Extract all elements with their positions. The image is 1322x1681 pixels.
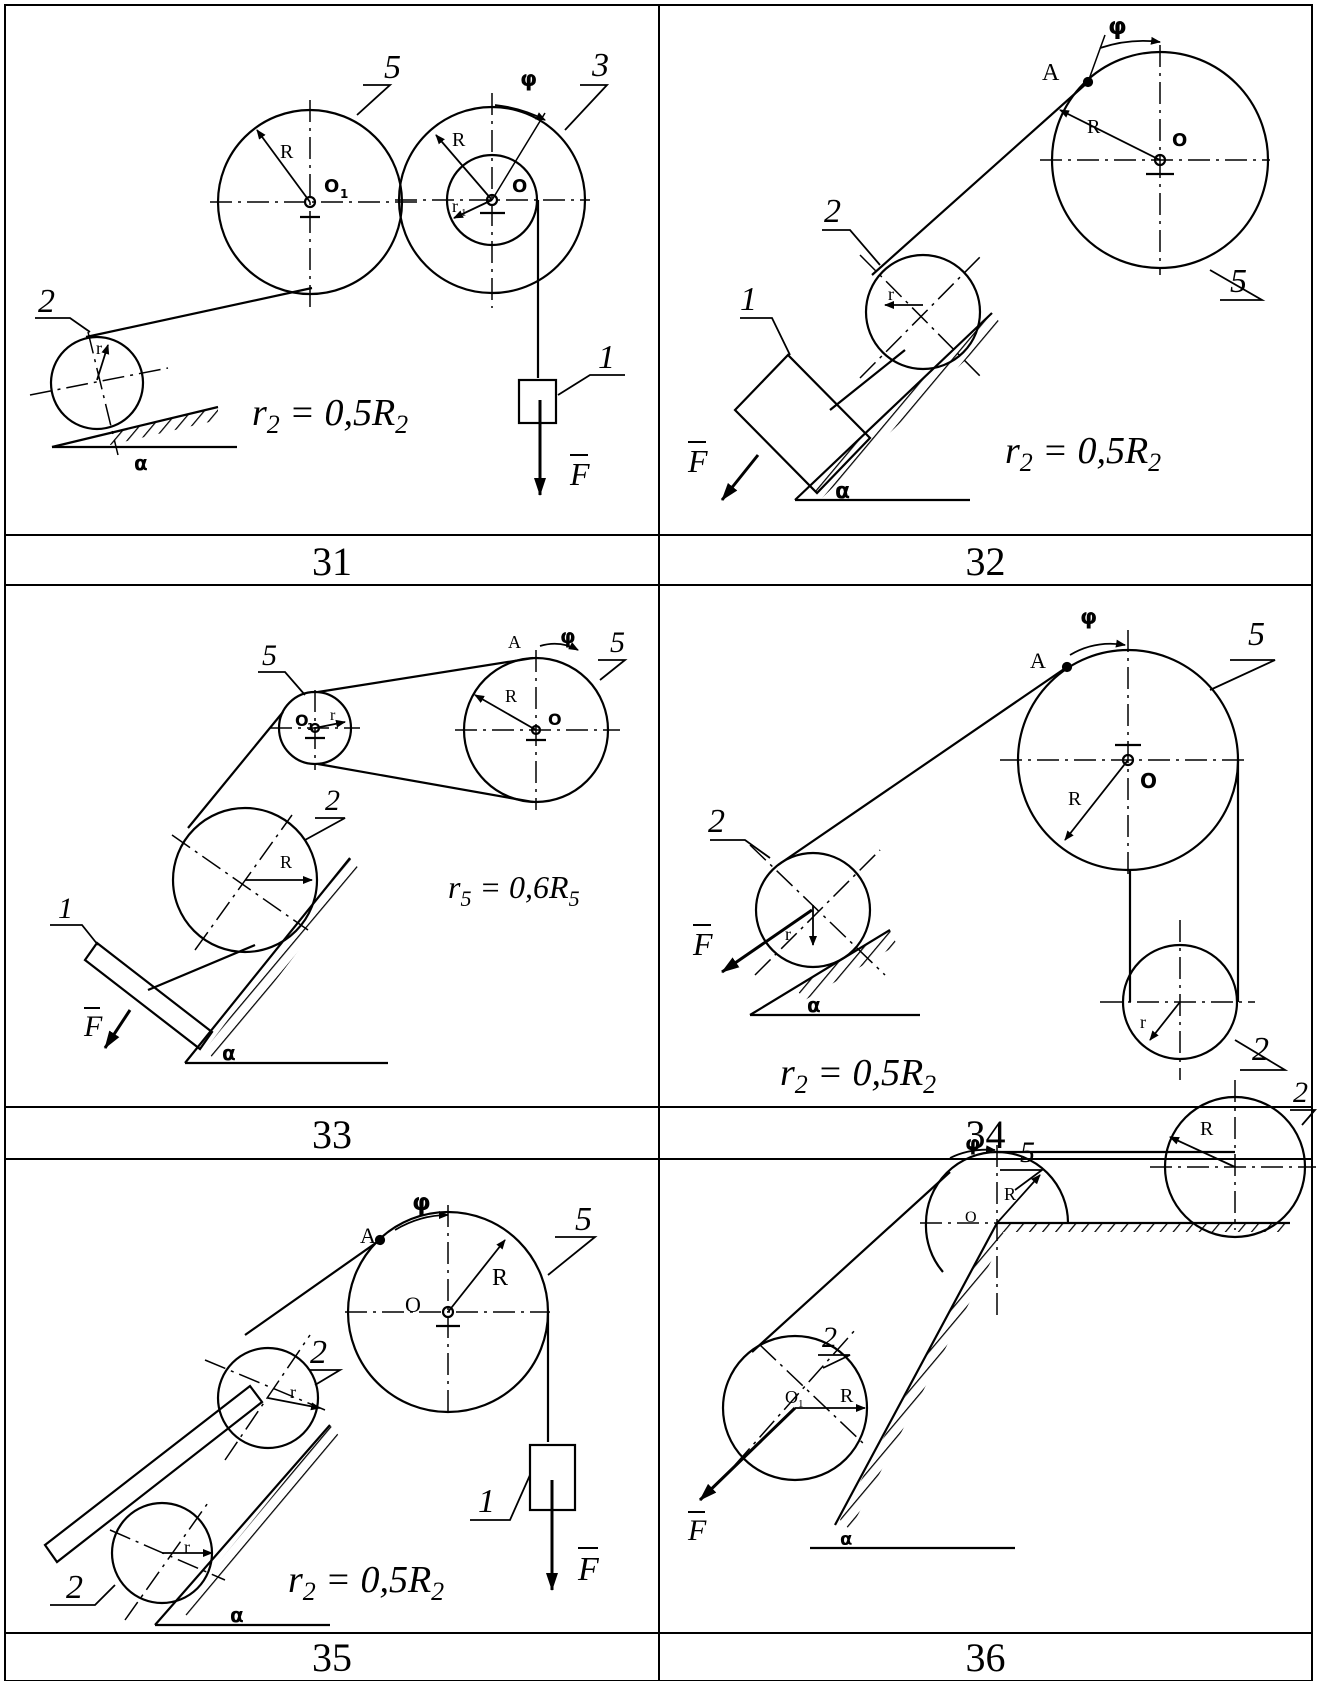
- svg-text:O: O: [324, 176, 339, 197]
- svg-text:O: O: [512, 176, 527, 197]
- svg-text:5: 5: [610, 626, 625, 659]
- svg-text:φ: φ: [1080, 605, 1097, 630]
- svg-text:2: 2: [708, 803, 725, 840]
- svg-text:2: 2: [822, 1321, 837, 1354]
- svg-text:R: R: [1200, 1118, 1214, 1140]
- svg-text:α: α: [807, 993, 821, 1017]
- svg-text:F: F: [83, 1010, 103, 1043]
- svg-text:R: R: [492, 1265, 508, 1291]
- svg-text:φ: φ: [412, 1188, 431, 1216]
- diagram-32: [720, 34, 1270, 502]
- labels-35: A R O r r φ 5 2 2 1 α F r2 = 0,5R2: [66, 1188, 600, 1627]
- svg-text:1: 1: [798, 1398, 804, 1410]
- svg-text:R: R: [1087, 116, 1101, 138]
- svg-text:R: R: [505, 686, 517, 706]
- svg-text:2: 2: [38, 283, 55, 320]
- svg-text:O: O: [785, 1387, 798, 1407]
- svg-text:F: F: [687, 1514, 707, 1547]
- svg-text:r: r: [96, 338, 102, 358]
- svg-text:r: r: [290, 1382, 296, 1402]
- labels-33: A R O O 1 r R φ 5 5 2 1 α F r5 = 0,6R5: [58, 624, 625, 1065]
- svg-text:φ: φ: [965, 1131, 981, 1155]
- table-grid: [4, 4, 1313, 1681]
- svg-text:r: r: [184, 1537, 190, 1557]
- svg-text:1: 1: [58, 892, 73, 925]
- variant-number-33: 33: [312, 1112, 352, 1157]
- svg-text:2: 2: [310, 1334, 327, 1371]
- svg-text:α: α: [230, 1603, 244, 1627]
- diagram-35: [43, 1205, 598, 1627]
- diagram-34: [710, 630, 1289, 1080]
- variant-number-35: 35: [312, 1635, 352, 1680]
- diagram-36: [698, 1080, 1317, 1550]
- svg-text:φ: φ: [520, 67, 537, 92]
- svg-text:5: 5: [1248, 616, 1265, 653]
- svg-text:2: 2: [1252, 1031, 1269, 1068]
- svg-text:O: O: [405, 1292, 421, 1317]
- svg-text:α: α: [222, 1041, 236, 1065]
- svg-text:r2 = 0,5R2: r2 = 0,5R2: [1005, 430, 1161, 477]
- labels-32: A R O r φ 2 5 1 α F r2 = 0,5R2: [687, 12, 1247, 504]
- svg-text:3: 3: [591, 47, 609, 84]
- svg-text:r: r: [785, 924, 791, 944]
- svg-text:F: F: [692, 926, 713, 962]
- svg-text:r5 = 0,6R5: r5 = 0,6R5: [448, 869, 580, 911]
- svg-text:F: F: [687, 443, 708, 479]
- diagram-33: [50, 642, 628, 1065]
- svg-text:5: 5: [1230, 263, 1247, 300]
- svg-text:1: 1: [307, 722, 314, 733]
- svg-text:1: 1: [340, 187, 348, 201]
- svg-text:R: R: [1068, 788, 1082, 810]
- labels-31: 5 3 2 1 R R O 1 O r 1 r φ α F r2 = 0,5R2: [38, 47, 615, 492]
- svg-text:R: R: [280, 141, 294, 163]
- svg-text:α: α: [840, 1529, 852, 1550]
- svg-text:R: R: [840, 1385, 854, 1407]
- svg-text:5: 5: [262, 639, 277, 672]
- svg-text:O: O: [295, 711, 309, 730]
- svg-text:1: 1: [478, 1483, 495, 1520]
- svg-text:r: r: [888, 284, 894, 304]
- svg-text:A: A: [360, 1223, 376, 1248]
- svg-text:A: A: [508, 632, 521, 652]
- svg-text:r2 = 0,5R2: r2 = 0,5R2: [288, 1559, 444, 1606]
- svg-text:r: r: [1140, 1012, 1146, 1032]
- diagram-31: [29, 84, 625, 496]
- svg-text:O: O: [965, 1209, 977, 1226]
- svg-text:2: 2: [66, 1569, 83, 1606]
- svg-text:α: α: [835, 479, 850, 504]
- svg-text:O: O: [548, 710, 562, 729]
- svg-text:R: R: [1004, 1184, 1016, 1204]
- svg-text:2: 2: [1293, 1076, 1308, 1109]
- svg-text:F: F: [577, 1551, 600, 1588]
- svg-text:R: R: [452, 129, 466, 151]
- svg-text:φ: φ: [560, 624, 576, 648]
- labels-36: R O R R O 1 φ 5 2 2 α F: [687, 1076, 1308, 1550]
- svg-text:R: R: [280, 852, 292, 872]
- svg-text:1: 1: [461, 207, 467, 219]
- svg-text:O: O: [1172, 130, 1187, 151]
- svg-text:A: A: [1030, 648, 1046, 673]
- svg-text:F: F: [569, 456, 590, 492]
- svg-text:φ: φ: [1108, 12, 1127, 40]
- svg-text:5: 5: [575, 1201, 592, 1238]
- variant-number-34: 34: [965, 1112, 1006, 1157]
- labels-34: A R O r r φ 5 2 2 α F r2 = 0,5R2: [692, 605, 1269, 1099]
- svg-text:r: r: [452, 196, 458, 216]
- svg-text:5: 5: [1020, 1136, 1035, 1169]
- svg-text:r: r: [330, 707, 336, 724]
- svg-text:A: A: [1042, 60, 1060, 86]
- variant-number-32: 32: [965, 539, 1006, 584]
- svg-text:2: 2: [325, 784, 340, 817]
- variant-number-36: 36: [965, 1635, 1006, 1680]
- svg-text:1: 1: [740, 281, 757, 318]
- svg-text:r2 = 0,5R2: r2 = 0,5R2: [780, 1052, 936, 1099]
- svg-text:5: 5: [384, 49, 401, 86]
- svg-text:r2 = 0,5R2: r2 = 0,5R2: [252, 392, 408, 439]
- svg-text:2: 2: [824, 193, 841, 230]
- svg-text:O: O: [1140, 769, 1157, 793]
- variant-number-31: 31: [312, 539, 352, 584]
- svg-text:1: 1: [598, 339, 615, 376]
- svg-text:α: α: [134, 451, 148, 475]
